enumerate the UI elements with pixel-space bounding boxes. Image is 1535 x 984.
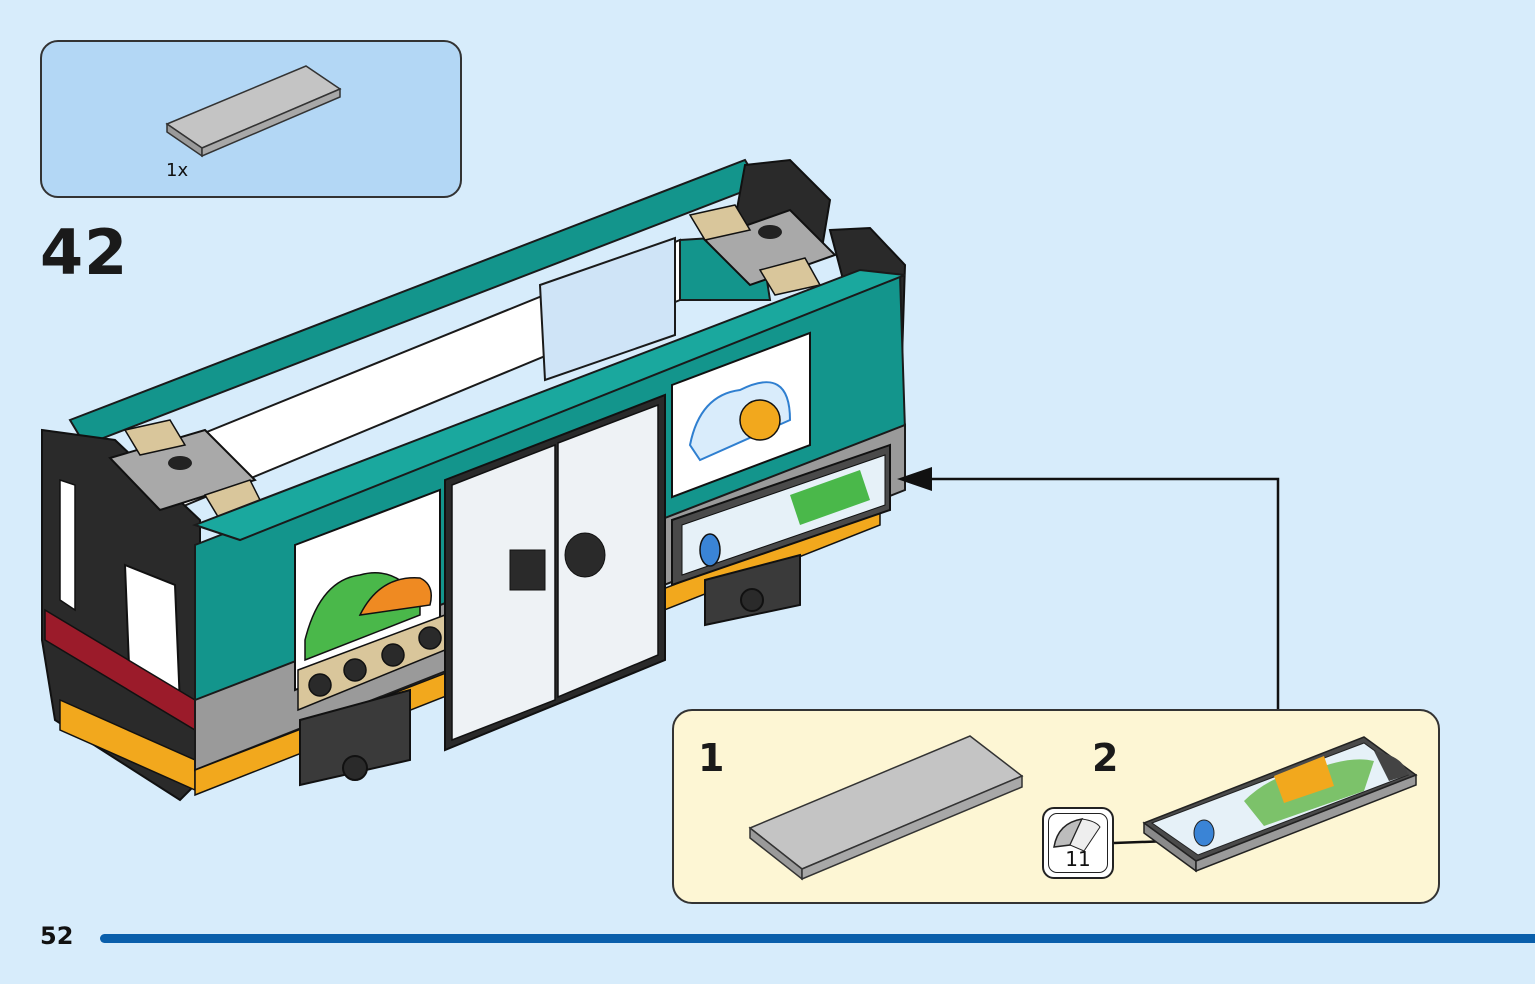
plain-tile-part-icon: [748, 735, 1024, 881]
sticker-badge: 11: [1042, 807, 1114, 879]
sub-step-2-number: 2: [1092, 736, 1119, 780]
sticker-badge-frame: [1048, 813, 1108, 873]
stickered-tile-part-icon: [1142, 736, 1418, 873]
step-number: 42: [40, 216, 129, 289]
part-quantity: 1x: [166, 160, 189, 181]
sub-step-1-number: 1: [698, 736, 725, 780]
parts-callout: 1x: [40, 40, 462, 198]
sticker-peel-icon: [1053, 818, 1101, 852]
sub-assembly-callout: 1 2 11: [672, 709, 1440, 904]
page-number: 52: [40, 922, 74, 950]
flat-tile-part-icon: [165, 65, 342, 158]
footer-rule: [100, 934, 1535, 943]
sticker-number: 11: [1065, 847, 1091, 871]
